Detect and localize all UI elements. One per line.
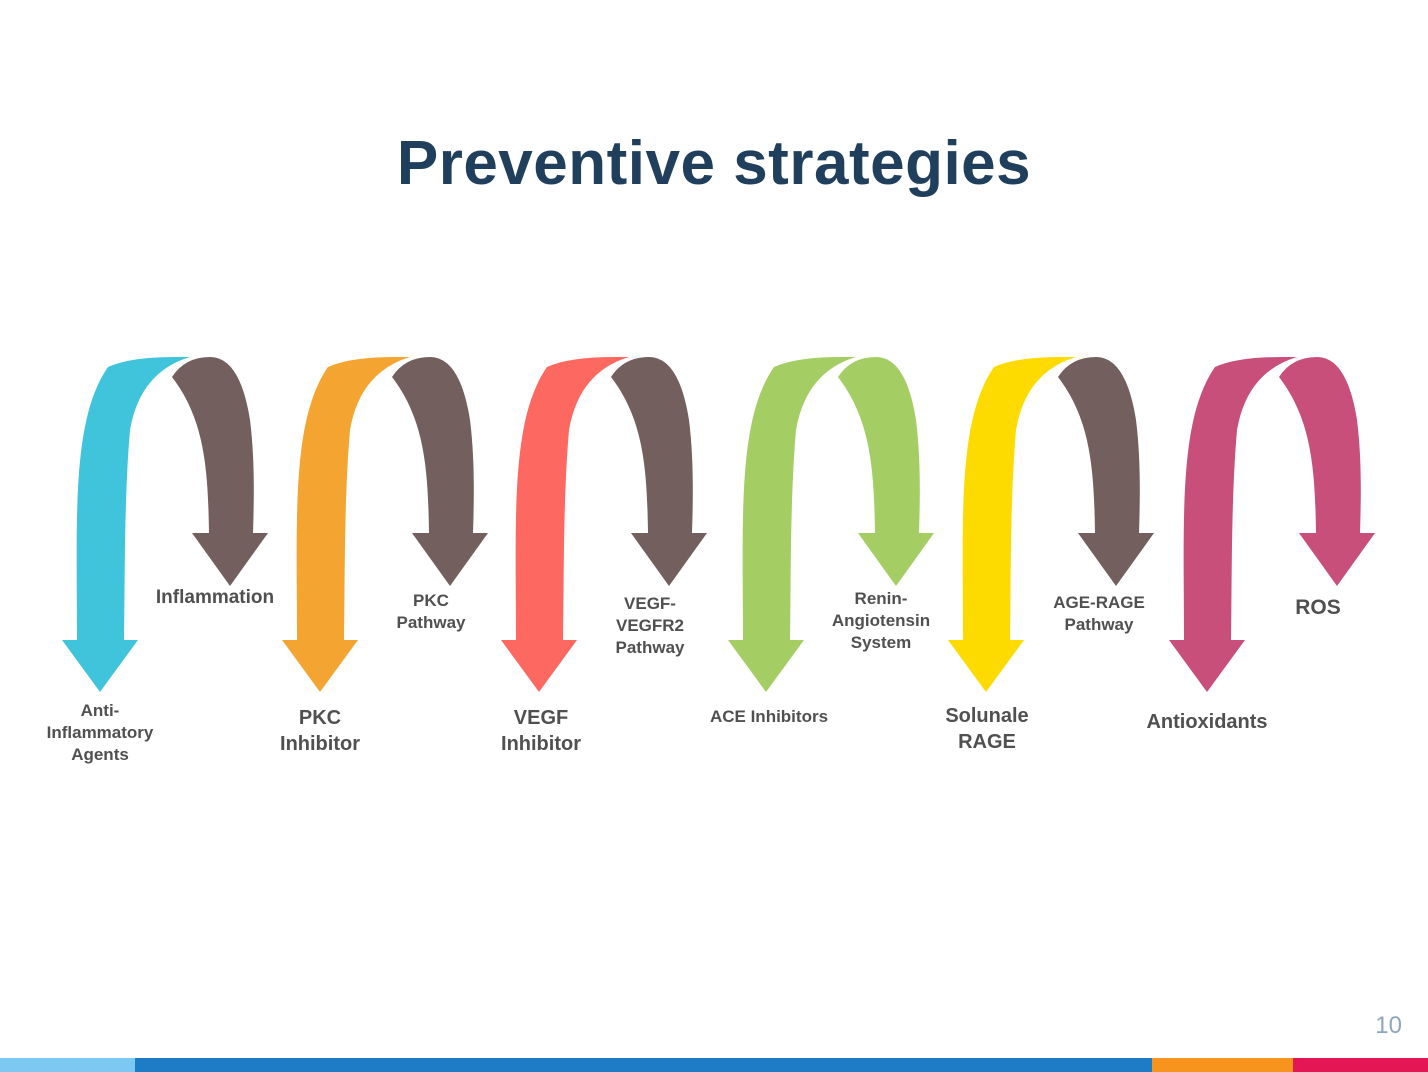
- pathway-label: AGE-RAGE Pathway: [1053, 593, 1145, 635]
- footer-segment-blue: [135, 1058, 1152, 1072]
- slide-title: Preventive strategies: [396, 129, 1032, 198]
- pathway-label: Inflammation: [155, 587, 275, 608]
- strategy-arrow-pair: [1169, 357, 1375, 692]
- inhibitor-arrow: [728, 357, 856, 692]
- inhibitor-label: PKC Inhibitor: [280, 707, 360, 755]
- inhibitor-arrow: [282, 357, 410, 692]
- footer-segment-orange: [1152, 1058, 1293, 1072]
- strategy-arrow-pair: [728, 357, 934, 692]
- inhibitor-arrow: [1169, 357, 1297, 692]
- pathway-arrow: [1058, 357, 1154, 586]
- pathway-label: VEGF- VEGFR2 Pathway: [615, 594, 685, 658]
- inhibitor-label: Antioxidants: [1146, 711, 1268, 733]
- strategy-arrow-pair: [948, 357, 1154, 692]
- inhibitor-label: Solunale RAGE: [945, 705, 1029, 753]
- inhibitor-arrow: [501, 357, 629, 692]
- footer-segment-light-blue: [0, 1058, 135, 1072]
- pathway-label: PKC Pathway: [396, 591, 466, 633]
- strategy-arrow-pair: [62, 357, 268, 692]
- inhibitor-label: VEGF Inhibitor: [501, 707, 581, 755]
- pathway-arrow: [1279, 357, 1375, 586]
- inhibitor-arrow: [62, 357, 190, 692]
- footer-color-bar: [0, 1058, 1428, 1072]
- inhibitor-label: ACE Inhibitors: [709, 707, 829, 726]
- inhibitor-label: Anti- Inflammatory Agents: [46, 701, 154, 765]
- pathway-arrow: [611, 357, 707, 586]
- pathway-arrow: [392, 357, 488, 586]
- pathway-label: ROS: [1295, 596, 1341, 619]
- inhibitor-arrow: [948, 357, 1076, 692]
- strategy-arrow-pair: [282, 357, 488, 692]
- pathway-arrow: [172, 357, 268, 586]
- strategy-arrow-pair: [501, 357, 707, 692]
- page-number: 10: [1375, 1012, 1402, 1039]
- footer-segment-red: [1293, 1058, 1428, 1072]
- pathway-arrow: [838, 357, 934, 586]
- pathway-label: Renin- Angiotensin System: [831, 589, 931, 653]
